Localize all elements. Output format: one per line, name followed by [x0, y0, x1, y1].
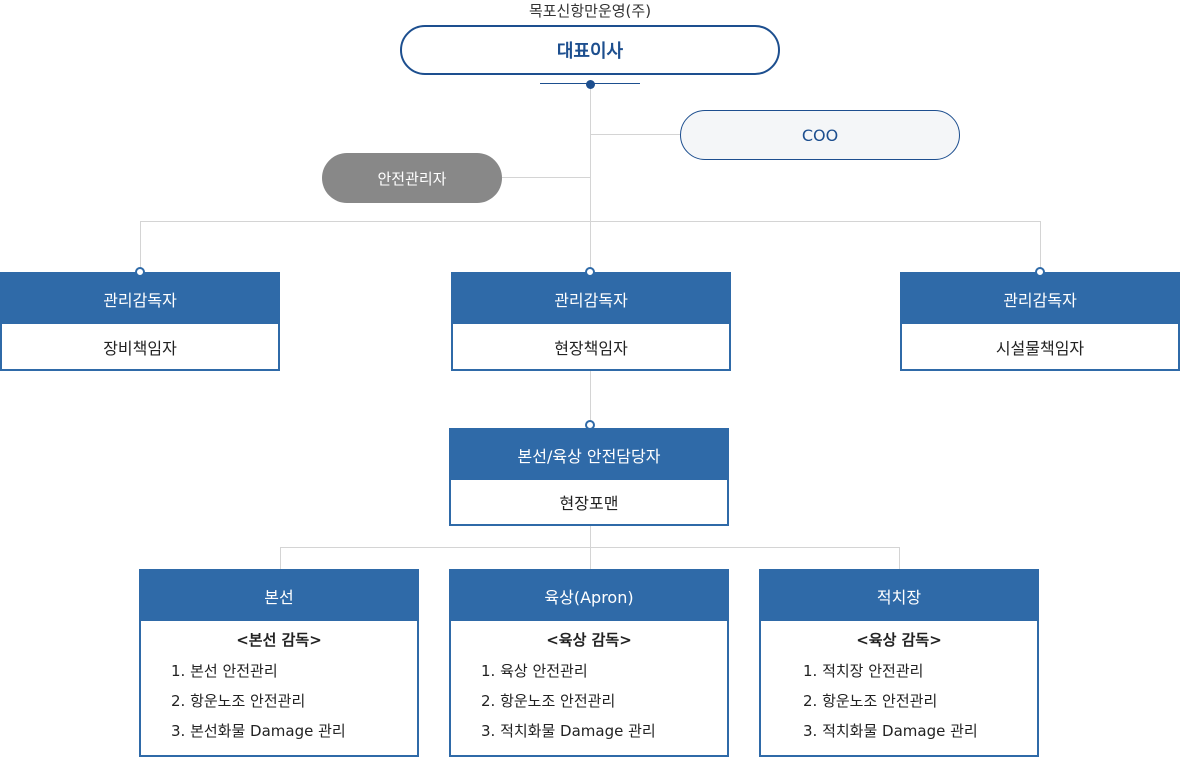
supervisor-right-dot	[1035, 267, 1045, 277]
coo-connector	[590, 134, 680, 135]
duty-item: 1. 적치장 안전관리	[803, 662, 924, 680]
supervisor-role: 현장책임자	[554, 338, 628, 358]
field-officer-dot	[585, 420, 595, 430]
unit-box-yard: 적치장 <육상 감독> 1. 적치장 안전관리 2. 항운노조 안전관리 3. …	[759, 569, 1039, 757]
field-officer-box: 본선/육상 안전담당자 현장포맨	[449, 428, 729, 526]
unit-duty-list: 1. 육상 안전관리 2. 항운노조 안전관리 3. 적치화물 Damage 관…	[451, 656, 727, 746]
left-drop-line	[140, 221, 141, 272]
unit-box-vessel: 본선 <본선 감독> 1. 본선 안전관리 2. 항운노조 안전관리 3. 본선…	[139, 569, 419, 757]
duty-item: 2. 항운노조 안전관리	[481, 692, 616, 710]
duty-item: 1. 육상 안전관리	[481, 662, 588, 680]
right-drop-line	[1040, 221, 1041, 272]
unit-duty-title: <본선 감독>	[236, 631, 322, 649]
supervisor-center-dot	[585, 267, 595, 277]
unit-duty-title: <육상 감독>	[856, 631, 942, 649]
supervisor-box-facility: 관리감독자 시설물책임자	[900, 272, 1180, 371]
unit-duty-title: <육상 감독>	[546, 631, 632, 649]
duty-item: 3. 적치화물 Damage 관리	[803, 722, 978, 740]
duty-item: 1. 본선 안전관리	[171, 662, 278, 680]
unit-duty-list: 1. 적치장 안전관리 2. 항운노조 안전관리 3. 적치화물 Damage …	[761, 656, 1037, 746]
supervisor-role: 장비책임자	[103, 338, 177, 358]
ceo-node-dot	[586, 80, 595, 89]
safety-connector	[502, 177, 590, 178]
supervisor-title: 관리감독자	[902, 274, 1178, 324]
supervisor-box-equipment: 관리감독자 장비책임자	[0, 272, 280, 371]
duty-item: 3. 적치화물 Damage 관리	[481, 722, 656, 740]
field-connector	[590, 370, 591, 428]
supervisor-left-dot	[135, 267, 145, 277]
unit-left-drop	[280, 547, 281, 569]
ceo-node: 대표이사	[400, 25, 780, 75]
duty-item: 3. 본선화물 Damage 관리	[171, 722, 346, 740]
supervisor-title: 관리감독자	[453, 274, 729, 324]
supervisor-title: 관리감독자	[2, 274, 278, 324]
duty-item: 2. 항운노조 안전관리	[803, 692, 938, 710]
unit-right-drop	[899, 547, 900, 569]
field-officer-role: 현장포맨	[559, 494, 619, 513]
unit-title: 본선	[141, 571, 417, 621]
unit-title: 육상(Apron)	[451, 571, 727, 621]
unit-bus-line	[280, 547, 900, 548]
unit-box-apron: 육상(Apron) <육상 감독> 1. 육상 안전관리 2. 항운노조 안전관…	[449, 569, 729, 757]
duty-item: 2. 항운노조 안전관리	[171, 692, 306, 710]
safety-manager-node: 안전관리자	[322, 153, 502, 203]
coo-node: COO	[680, 110, 960, 160]
unit-duty-list: 1. 본선 안전관리 2. 항운노조 안전관리 3. 본선화물 Damage 관…	[141, 656, 417, 746]
supervisor-bus-line	[140, 221, 1041, 222]
unit-title: 적치장	[761, 571, 1037, 621]
supervisor-role: 시설물책임자	[995, 338, 1085, 358]
trunk-line	[590, 84, 591, 272]
supervisor-box-site: 관리감독자 현장책임자	[451, 272, 731, 371]
company-name: 목포신항만운영(주)	[528, 2, 652, 20]
field-officer-title: 본선/육상 안전담당자	[451, 430, 727, 480]
